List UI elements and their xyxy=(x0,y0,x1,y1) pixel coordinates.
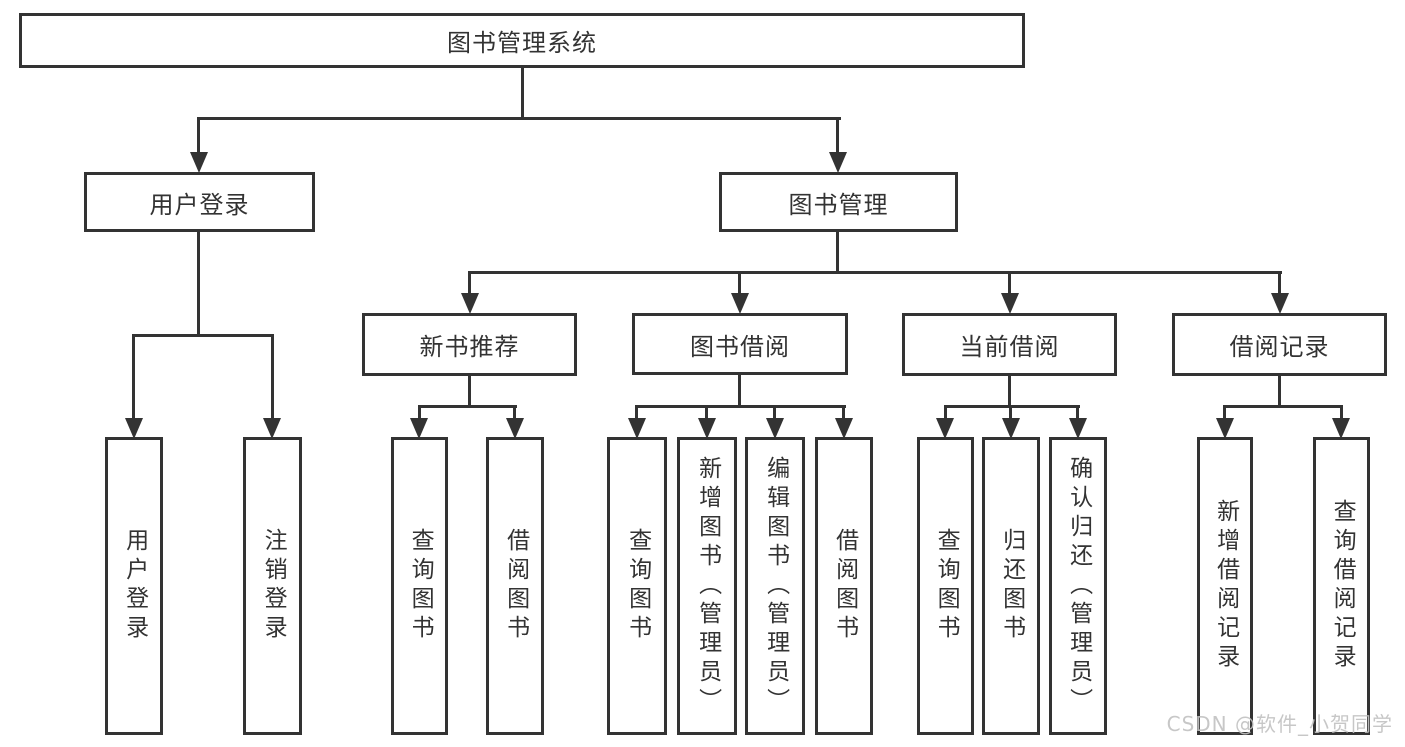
connector-cb-return-stub xyxy=(1009,405,1012,420)
arrow-to-bb-query xyxy=(628,418,646,439)
connector-leaf-logout-stub xyxy=(271,334,274,420)
leaf-cb-query-books-label: 查询图书 xyxy=(933,528,960,644)
connector-cb-query-stub xyxy=(944,405,947,420)
leaf-nb-borrow-books: 借阅图书 xyxy=(486,437,544,735)
arrow-to-cb-return xyxy=(1002,418,1020,439)
watermark: CSDN @软件_小贺同学 xyxy=(1166,712,1393,736)
leaf-bb-edit-book-admin: 编辑图书（管理员） xyxy=(745,437,805,735)
arrow-to-current-borrow xyxy=(1001,293,1019,314)
node-new-book-recommend: 新书推荐 xyxy=(362,313,577,376)
node-current-borrowing: 当前借阅 xyxy=(902,313,1117,376)
node-book-borrowing: 图书借阅 xyxy=(632,313,848,375)
node-current-borrowing-label: 当前借阅 xyxy=(959,333,1060,361)
leaf-nb-query-books-label: 查询图书 xyxy=(407,528,434,644)
leaf-br-query-record: 查询借阅记录 xyxy=(1313,437,1370,735)
leaf-bb-add-book-admin-label: 新增图书（管理员） xyxy=(694,455,721,717)
leaf-cb-return-books: 归还图书 xyxy=(982,437,1040,735)
connector-new-book-branch xyxy=(418,405,517,408)
arrow-to-bb-add xyxy=(698,418,716,439)
arrow-to-borrow-record xyxy=(1271,293,1289,314)
arrow-to-cb-confirm xyxy=(1069,418,1087,439)
connector-bb-borrow-stub xyxy=(842,405,845,420)
leaf-bb-borrow-books: 借阅图书 xyxy=(815,437,873,735)
connector-level2-branch xyxy=(197,117,841,120)
leaf-cb-return-books-label: 归还图书 xyxy=(998,528,1025,644)
connector-book-mgmt-stem xyxy=(836,230,839,273)
arrow-to-bb-edit xyxy=(766,418,784,439)
arrow-to-br-add xyxy=(1216,418,1234,439)
node-user-login: 用户登录 xyxy=(84,172,315,232)
arrow-to-new-book xyxy=(461,293,479,314)
node-book-borrowing-label: 图书借阅 xyxy=(690,332,790,361)
connector-bb-edit-stub xyxy=(773,405,776,420)
arrow-to-br-query xyxy=(1332,418,1350,439)
connector-current-borrow-stem xyxy=(1008,374,1011,407)
leaf-user-login: 用户登录 xyxy=(105,437,163,735)
leaf-bb-edit-book-admin-label: 编辑图书（管理员） xyxy=(762,455,789,717)
node-borrow-records: 借阅记录 xyxy=(1172,313,1387,376)
connector-new-book-stem xyxy=(468,374,471,407)
leaf-cb-confirm-return-admin-label: 确认归还（管理员） xyxy=(1065,455,1092,717)
arrow-to-leaf-user-login xyxy=(125,418,143,439)
arrow-to-book-borrow xyxy=(731,293,749,314)
leaf-br-add-record-label: 新增借阅记录 xyxy=(1212,499,1239,673)
arrow-to-leaf-logout xyxy=(263,418,281,439)
node-library-system-label: 图书管理系统 xyxy=(447,29,597,57)
node-library-system: 图书管理系统 xyxy=(19,13,1025,68)
connector-root-stem xyxy=(521,66,524,120)
leaf-bb-borrow-books-label: 借阅图书 xyxy=(831,528,858,644)
connector-current-borrow-branch xyxy=(944,405,1080,408)
node-book-management: 图书管理 xyxy=(719,172,958,232)
node-borrow-records-label: 借阅记录 xyxy=(1229,333,1330,361)
connector-user-login-branch xyxy=(132,334,274,337)
connector-nb-borrow-stub xyxy=(513,405,516,420)
connector-borrow-record-stub xyxy=(1278,271,1281,295)
connector-br-add-stub xyxy=(1223,405,1226,420)
arrow-to-nb-borrow xyxy=(506,418,524,439)
leaf-nb-query-books: 查询图书 xyxy=(391,437,448,735)
connector-leaf-user-login-stub xyxy=(132,334,135,420)
connector-borrow-record-branch xyxy=(1223,405,1343,408)
leaf-bb-add-book-admin: 新增图书（管理员） xyxy=(677,437,737,735)
leaf-user-login-label: 用户登录 xyxy=(121,528,148,644)
arrow-to-cb-query xyxy=(936,418,954,439)
connector-br-query-stub xyxy=(1340,405,1343,420)
connector-bb-query-stub xyxy=(635,405,638,420)
node-new-book-recommend-label: 新书推荐 xyxy=(419,333,520,361)
leaf-logout: 注销登录 xyxy=(243,437,302,735)
connector-cb-confirm-stub xyxy=(1076,405,1079,420)
connector-new-book-stub xyxy=(468,271,471,295)
connector-borrow-record-stem xyxy=(1278,374,1281,407)
connector-book-borrow-stem xyxy=(738,374,741,407)
connector-user-login-stub xyxy=(197,117,200,154)
leaf-cb-confirm-return-admin: 确认归还（管理员） xyxy=(1049,437,1107,735)
node-book-management-label: 图书管理 xyxy=(788,190,889,219)
leaf-nb-borrow-books-label: 借阅图书 xyxy=(502,528,529,644)
connector-book-mgmt-stub xyxy=(836,117,839,154)
connector-book-borrow-stub xyxy=(738,271,741,295)
leaf-br-query-record-label: 查询借阅记录 xyxy=(1329,499,1356,673)
leaf-br-add-record: 新增借阅记录 xyxy=(1197,437,1253,735)
node-user-login-label: 用户登录 xyxy=(149,190,250,219)
connector-user-login-stem xyxy=(197,230,200,336)
arrow-to-bb-borrow xyxy=(835,418,853,439)
arrow-to-nb-query xyxy=(410,418,428,439)
arrow-to-user-login xyxy=(190,152,208,173)
connector-level3-branch xyxy=(468,271,1282,274)
leaf-logout-label: 注销登录 xyxy=(260,528,287,644)
connector-bb-add-stub xyxy=(705,405,708,420)
leaf-bb-query-books: 查询图书 xyxy=(607,437,667,735)
connector-book-borrow-branch xyxy=(635,405,846,408)
arrow-to-book-mgmt xyxy=(829,152,847,173)
connector-current-borrow-stub xyxy=(1008,271,1011,295)
connector-nb-query-stub xyxy=(418,405,421,420)
leaf-cb-query-books: 查询图书 xyxy=(917,437,974,735)
leaf-bb-query-books-label: 查询图书 xyxy=(624,528,651,644)
